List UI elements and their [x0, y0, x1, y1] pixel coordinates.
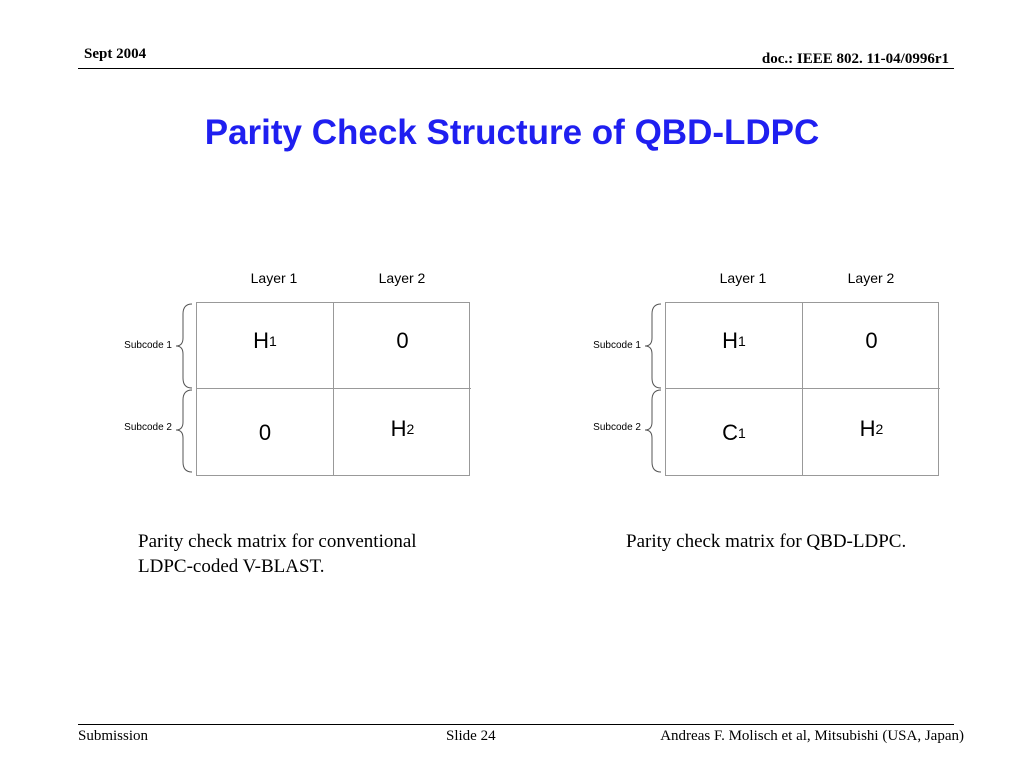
right-cell-h2-main: H	[859, 415, 876, 441]
right-layer2-label: Layer 2	[847, 270, 895, 286]
left-cell-zero-bottom-main: 0	[258, 419, 272, 445]
right-layer1-label: Layer 1	[719, 270, 767, 286]
left-subcode1-label: Subcode 1	[124, 340, 172, 351]
right-subcode-brace	[644, 303, 662, 473]
right-subcode1-label: Subcode 1	[593, 340, 641, 351]
right-cell-h1-main: H	[722, 327, 739, 353]
left-layer2-label: Layer 2	[378, 270, 426, 286]
header-doc-id: doc.: IEEE 802. 11-04/0996r1	[761, 51, 949, 67]
footer-slide-number: Slide 24	[446, 728, 496, 744]
left-cell-zero-top: 0	[334, 303, 471, 389]
right-cell-h2-sub: 2	[875, 420, 884, 437]
left-caption: Parity check matrix for conventional LDP…	[138, 529, 417, 579]
slide-title: Parity Check Structure of QBD-LDPC	[204, 113, 820, 152]
left-subcode-brace	[175, 303, 193, 473]
footer-submission: Submission	[78, 728, 149, 744]
right-cell-h1-sub: 1	[738, 332, 746, 349]
left-cell-h1-sub: 1	[269, 332, 277, 349]
footer-rule	[78, 724, 954, 725]
left-cell-zero-top-main: 0	[396, 327, 409, 353]
left-layer1-label: Layer 1	[250, 270, 298, 286]
right-caption: Parity check matrix for QBD-LDPC.	[626, 529, 906, 554]
header-date: Sept 2004	[84, 46, 147, 62]
left-caption-line1: Parity check matrix for conventional	[138, 531, 417, 552]
right-cell-zero-top: 0	[803, 303, 940, 389]
right-caption-line1: Parity check matrix for QBD-LDPC.	[626, 531, 907, 552]
left-cell-h1-main: H	[253, 327, 270, 353]
header-rule	[78, 68, 954, 69]
right-subcode2-label: Subcode 2	[593, 422, 641, 433]
right-cell-c1-main: C	[722, 419, 739, 445]
footer-authors: Andreas F. Molisch et al, Mitsubishi (US…	[660, 728, 964, 744]
left-caption-line2: LDPC-coded V-BLAST.	[138, 556, 325, 577]
left-cell-h2-main: H	[390, 415, 407, 441]
left-cell-zero-bottom: 0	[197, 389, 334, 476]
right-cell-zero-top-main: 0	[865, 327, 878, 353]
right-cell-c1-sub: 1	[738, 424, 746, 441]
left-cell-h2-sub: 2	[406, 420, 415, 437]
left-subcode2-label: Subcode 2	[124, 422, 172, 433]
